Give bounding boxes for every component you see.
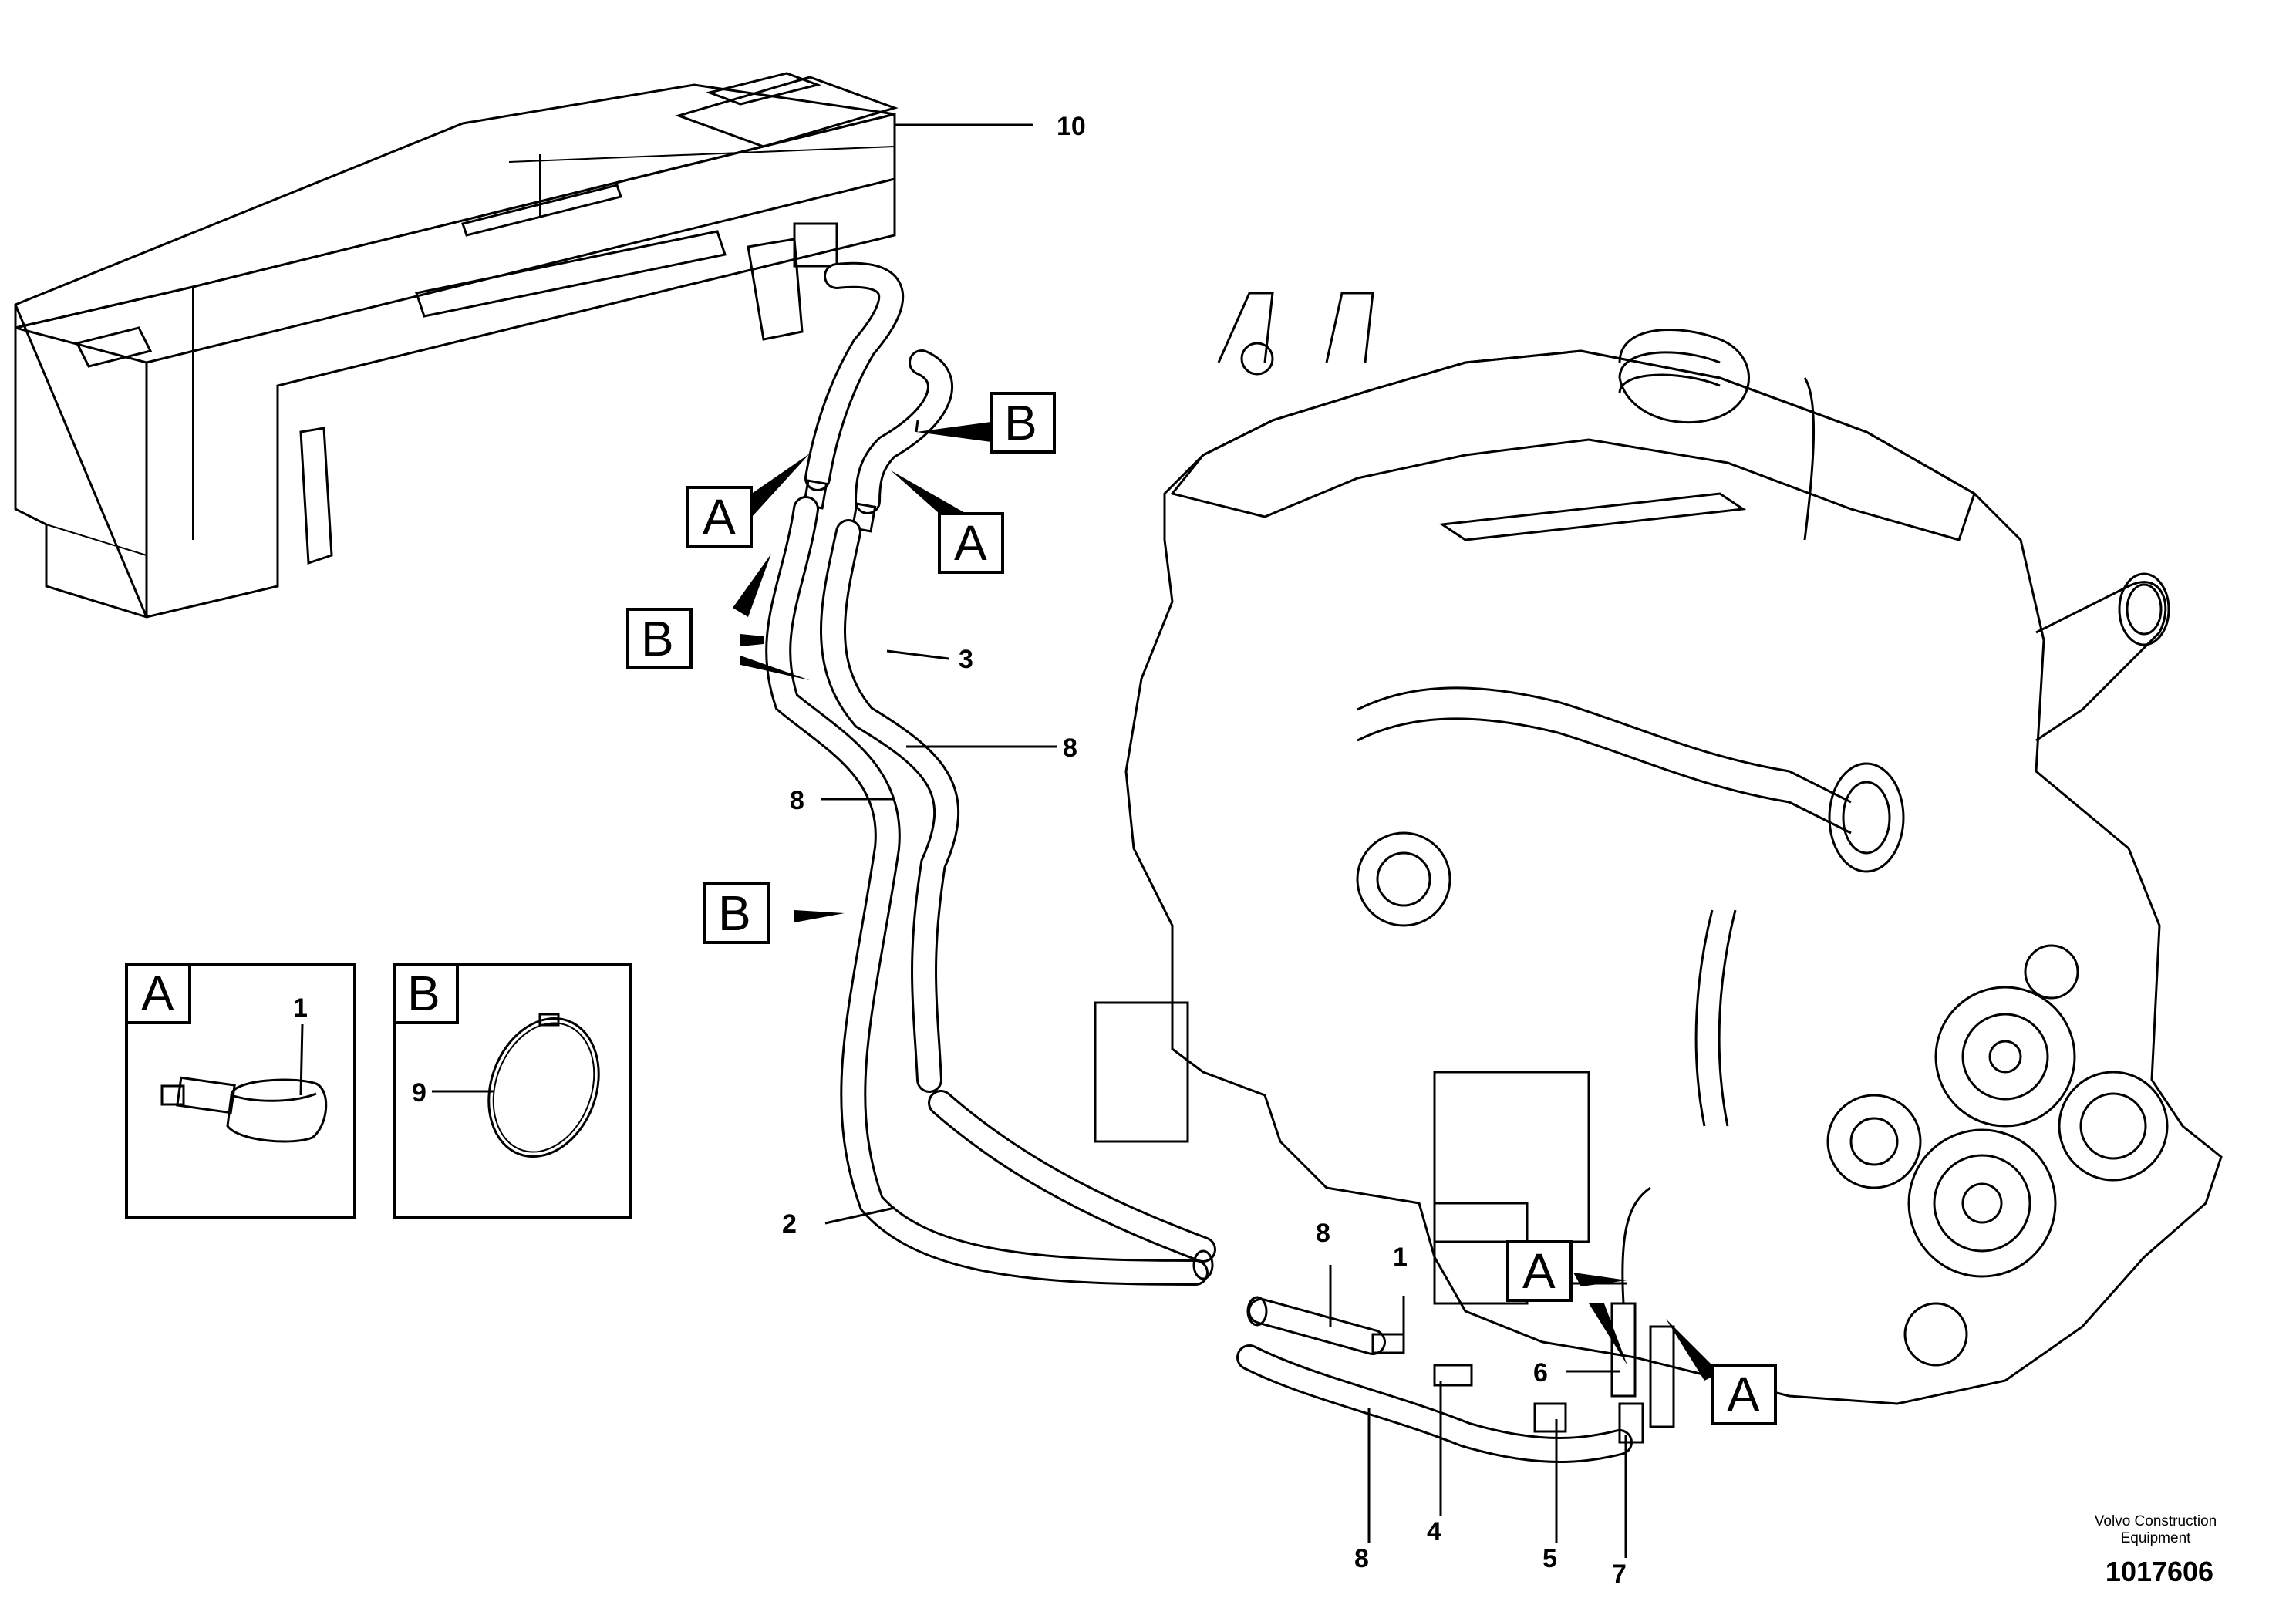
callout-4: 4 <box>1427 1517 1441 1546</box>
callout-7: 7 <box>1612 1560 1627 1589</box>
detail-a-part-label: 1 <box>293 993 308 1023</box>
leader-lines <box>409 123 1627 1558</box>
heater-unit <box>14 72 899 619</box>
svg-text:B: B <box>641 611 674 666</box>
callout-5: 5 <box>1542 1544 1557 1573</box>
hose-clamp-icon <box>160 1076 328 1143</box>
hose-clamp-ring-icon <box>487 1013 600 1158</box>
svg-text:A: A <box>703 489 736 545</box>
callout-8-lower-top: 8 <box>1316 1219 1330 1248</box>
callout-10: 10 <box>1057 112 1086 141</box>
svg-text:B: B <box>718 885 751 941</box>
svg-text:A: A <box>1522 1243 1556 1299</box>
detail-a-letter: A <box>141 966 174 1021</box>
callout-1-lower: 1 <box>1393 1243 1408 1272</box>
engine <box>1094 292 2223 1405</box>
figure-number: 1017606 <box>2106 1556 2213 1587</box>
callout-8-upper-left: 8 <box>790 786 804 815</box>
credit-block: Volvo Construction Equipment 1017606 <box>2095 1513 2217 1587</box>
callout-6: 6 <box>1533 1358 1548 1388</box>
detail-b-part-label: 9 <box>412 1078 426 1108</box>
svg-text:B: B <box>1004 395 1037 450</box>
callout-2: 2 <box>782 1209 797 1239</box>
svg-text:A: A <box>1727 1367 1760 1422</box>
marker-a-engine-upper: A <box>1506 1240 1573 1302</box>
detail-b-letter: B <box>407 966 440 1021</box>
credit-line-2: Equipment <box>2121 1530 2192 1546</box>
callout-8-lower-bottom: 8 <box>1354 1544 1369 1573</box>
svg-text:A: A <box>954 515 987 571</box>
marker-b-middle: B <box>626 608 693 669</box>
marker-a-upper-left: A <box>686 486 753 548</box>
hose-assembly <box>765 261 1675 1463</box>
view-markers: B A A B B A A <box>626 392 1777 1425</box>
callout-8-upper-right: 8 <box>1063 733 1077 763</box>
marker-a-engine-lower: A <box>1711 1364 1777 1425</box>
callout-3: 3 <box>959 645 973 674</box>
marker-a-upper-right: A <box>938 512 1004 574</box>
callout-numbers: 10 3 8 8 2 8 1 6 8 4 5 7 <box>782 112 1627 1589</box>
marker-b-lower: B <box>703 882 770 944</box>
detail-view-a: A 1 <box>125 963 356 1219</box>
credit-line-1: Volvo Construction <box>2095 1513 2217 1529</box>
marker-b-top: B <box>990 392 1056 454</box>
detail-view-b: B 9 <box>393 963 632 1219</box>
